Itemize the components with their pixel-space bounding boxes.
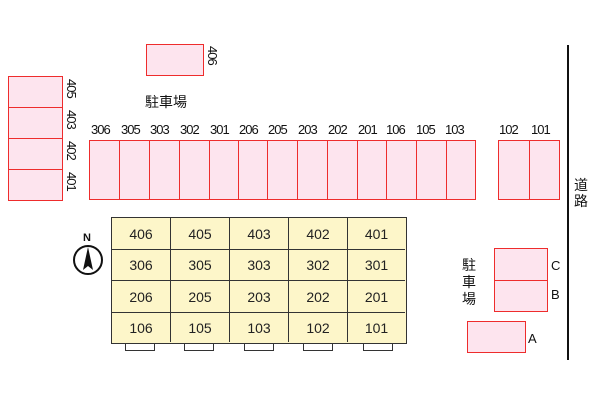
unit-cell[interactable]: 305 — [171, 250, 230, 281]
entrance-step — [303, 344, 333, 351]
parking-slot-label: 203 — [298, 122, 318, 137]
north-arrow-icon — [73, 245, 103, 275]
compass-north-label: N — [83, 232, 91, 244]
parking-slot-main[interactable] — [179, 140, 210, 200]
unit-cell[interactable]: 402 — [289, 218, 348, 250]
parking-slot-C[interactable] — [494, 248, 548, 281]
unit-cell[interactable]: 405 — [171, 218, 230, 250]
unit-cell[interactable]: 201 — [348, 281, 405, 313]
parking-slot-402-left[interactable] — [8, 138, 63, 171]
road-label: 道路 — [574, 178, 588, 210]
unit-cell[interactable]: 306 — [112, 250, 171, 281]
parking-area-label: 駐車場 — [462, 258, 476, 308]
parking-slot-B[interactable] — [494, 280, 548, 312]
parking-slot-main[interactable] — [149, 140, 180, 200]
entrance-step — [363, 344, 393, 351]
parking-slot-label: 102 — [499, 122, 519, 137]
parking-slot-A[interactable] — [467, 321, 526, 353]
entrance-step — [244, 344, 274, 351]
unit-cell[interactable]: 206 — [112, 281, 171, 313]
parking-slot-label: 301 — [210, 122, 230, 137]
unit-cell[interactable]: 202 — [289, 281, 348, 313]
unit-cell[interactable]: 403 — [230, 218, 289, 250]
parking-slot-label: 306 — [91, 122, 111, 137]
parking-slot-label: 105 — [416, 122, 436, 137]
unit-cell[interactable]: 406 — [112, 218, 171, 250]
parking-slot-405-left[interactable] — [8, 76, 63, 109]
unit-cell[interactable]: 401 — [348, 218, 405, 250]
parking-slot-main[interactable] — [386, 140, 417, 200]
parking-slot-label: A — [528, 331, 537, 346]
unit-cell[interactable]: 105 — [171, 313, 230, 342]
parking-slot-main[interactable] — [209, 140, 239, 200]
parking-slot-101[interactable] — [529, 140, 560, 200]
compass: N — [71, 232, 105, 275]
parking-slot-label: 106 — [386, 122, 406, 137]
parking-slot-label: 205 — [268, 122, 288, 137]
parking-slot-label: 206 — [239, 122, 259, 137]
parking-slot-label: 103 — [445, 122, 465, 137]
parking-slot-102[interactable] — [498, 140, 530, 200]
parking-slot-label: 401 — [64, 172, 79, 191]
parking-slot-main[interactable] — [238, 140, 268, 200]
parking-slot-label: 302 — [180, 122, 200, 137]
parking-slot-label: 201 — [358, 122, 378, 137]
parking-slot-main[interactable] — [297, 140, 328, 200]
parking-slot-main[interactable] — [89, 140, 120, 200]
parking-slot-main[interactable] — [416, 140, 447, 200]
parking-slot-label: 405 — [64, 79, 79, 98]
unit-cell[interactable]: 301 — [348, 250, 405, 281]
unit-cell[interactable]: 102 — [289, 313, 348, 342]
parking-slot-label: 303 — [150, 122, 170, 137]
parking-slot-label: 101 — [531, 122, 551, 137]
parking-area-label: 駐車場 — [145, 95, 187, 111]
parking-slot-401-left[interactable] — [8, 169, 63, 201]
entrance-step — [184, 344, 214, 351]
parking-slot-label: 305 — [121, 122, 141, 137]
parking-slot-label: B — [551, 287, 560, 302]
parking-slot-main[interactable] — [119, 140, 150, 200]
parking-slot-label: 403 — [64, 110, 79, 129]
unit-cell[interactable]: 303 — [230, 250, 289, 281]
parking-slot-label: 406 — [205, 46, 220, 65]
parking-slot-label: 202 — [328, 122, 348, 137]
road-line — [567, 45, 569, 360]
entrance-step — [125, 344, 155, 351]
unit-cell[interactable]: 101 — [364, 319, 389, 336]
unit-cell[interactable]: 205 — [171, 281, 230, 313]
parking-slot-label: C — [551, 258, 561, 273]
unit-cell[interactable]: 302 — [289, 250, 348, 281]
parking-slot-main[interactable] — [446, 140, 476, 200]
unit-cell[interactable]: 106 — [112, 313, 171, 342]
parking-slot-main[interactable] — [267, 140, 298, 200]
parking-slot-406-top[interactable] — [146, 44, 204, 76]
parking-slot-main[interactable] — [327, 140, 358, 200]
parking-slot-main[interactable] — [357, 140, 387, 200]
parking-slot-403-left[interactable] — [8, 107, 63, 140]
parking-slot-label: 402 — [64, 141, 79, 160]
unit-cell[interactable]: 203 — [230, 281, 289, 313]
unit-cell[interactable]: 103 — [230, 313, 289, 342]
